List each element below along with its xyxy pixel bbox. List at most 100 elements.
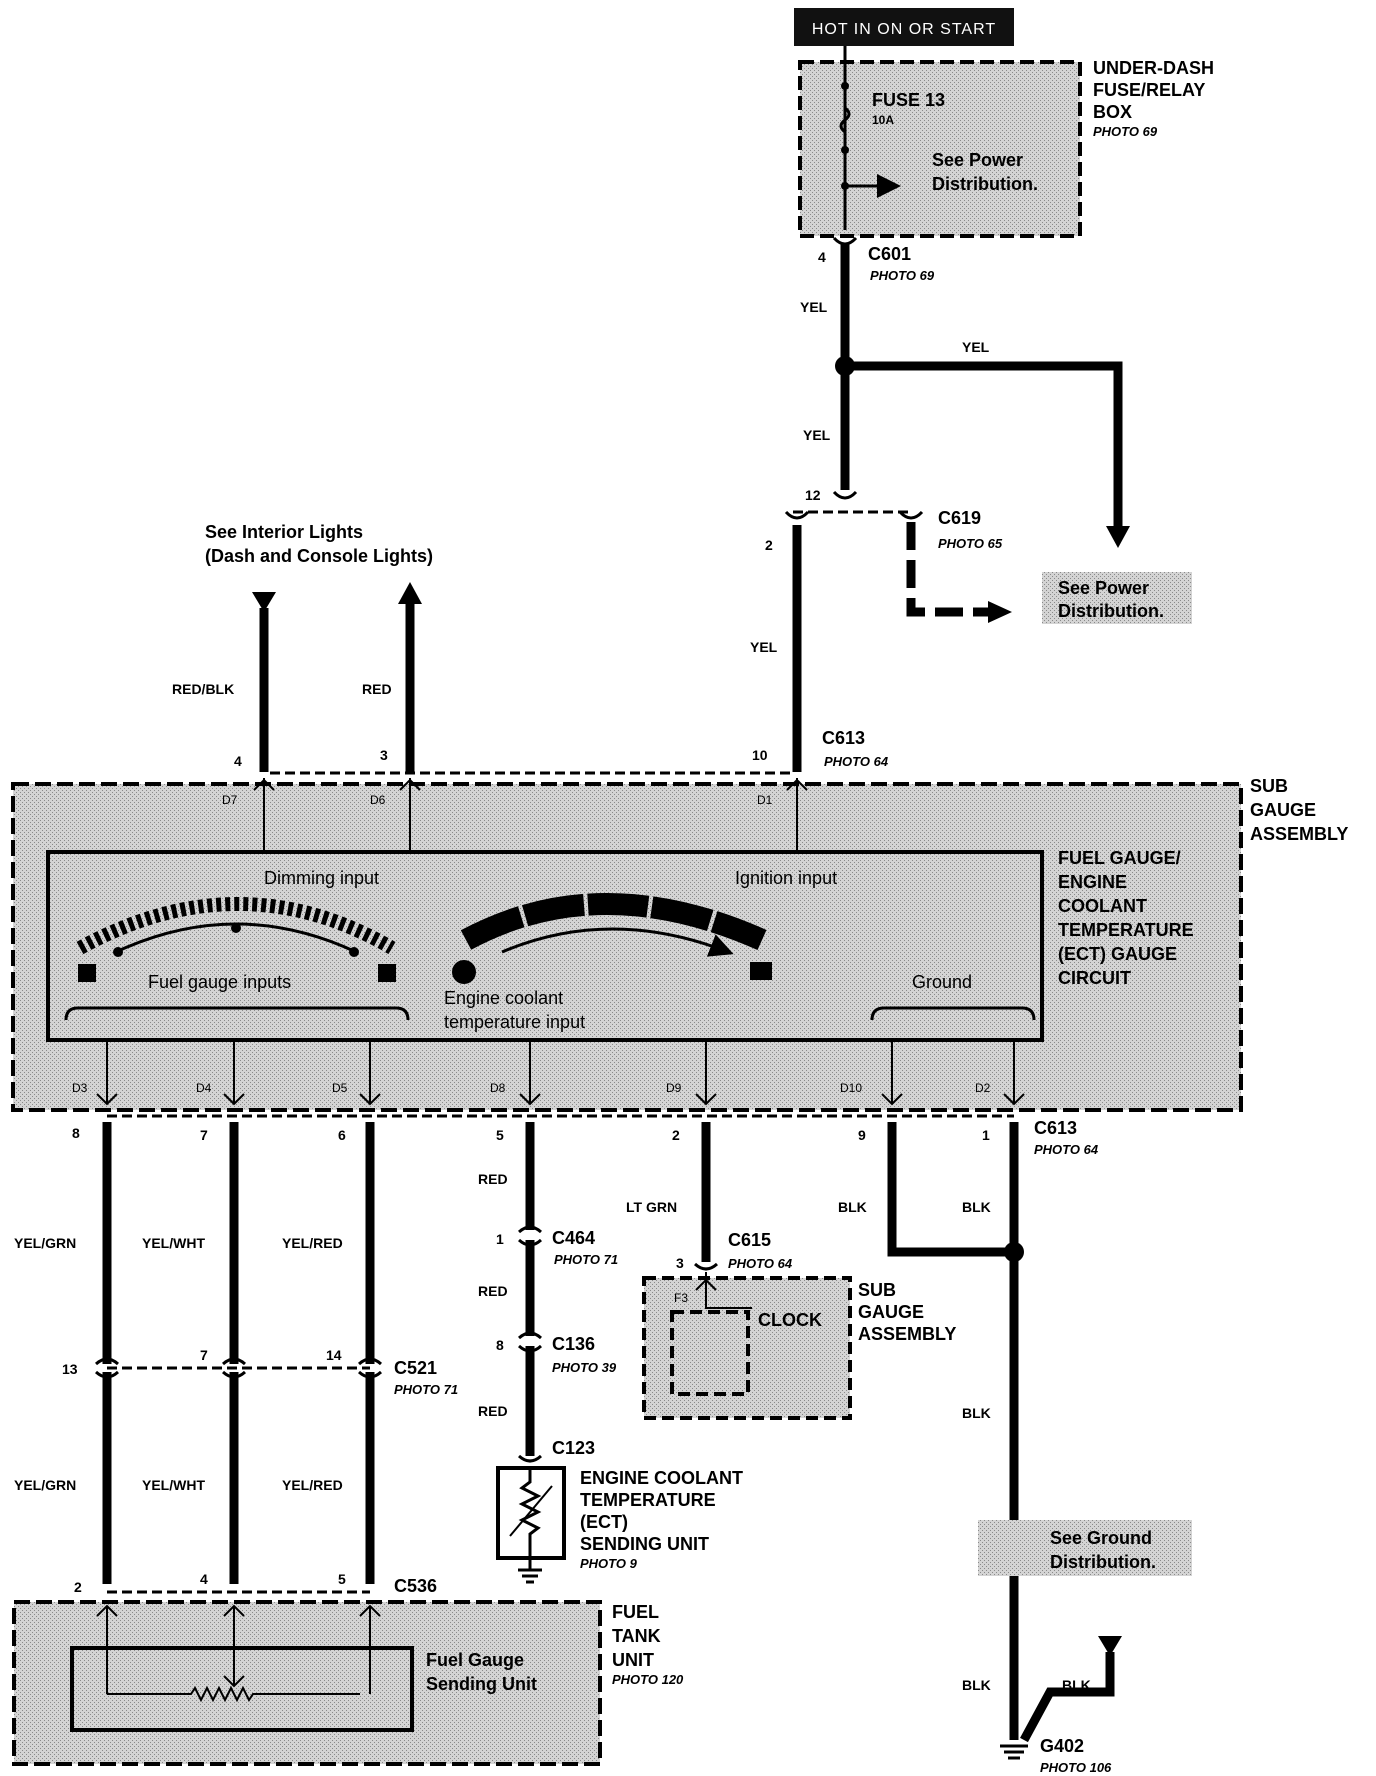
wire-label-lt-grn: LT GRN (626, 1199, 677, 1215)
wire-label-blk-5: BLK (1062, 1677, 1091, 1693)
c601-photo: PHOTO 69 (870, 268, 935, 283)
gauge-circuit-2: ENGINE (1058, 872, 1127, 892)
hot-banner-box (794, 8, 1014, 46)
c464-photo: PHOTO 71 (554, 1252, 618, 1267)
c536-pin-4: 4 (200, 1571, 208, 1587)
interior-lights-1: See Interior Lights (205, 522, 363, 542)
c601-name: C601 (868, 244, 911, 264)
pin-d5: D5 (332, 1081, 348, 1095)
pin-d7: D7 (222, 793, 238, 807)
fuel-tank-unit (12, 1600, 602, 1766)
fuel-sender-box (70, 1646, 414, 1732)
c613-bottom-photo: PHOTO 64 (1034, 1142, 1099, 1157)
c536-name: C536 (394, 1576, 437, 1596)
gauge-circuit-6: CIRCUIT (1058, 968, 1131, 988)
fuel-empty-icon (78, 964, 96, 982)
g402-ground-icon (1000, 1744, 1028, 1760)
c601-connector (832, 236, 858, 246)
g402-photo: PHOTO 106 (1040, 1760, 1112, 1775)
ground-dist-2: Distribution. (1050, 1552, 1156, 1572)
gauge-circuit-4: TEMPERATURE (1058, 920, 1194, 940)
c613-bottom-name: C613 (1034, 1118, 1077, 1138)
ground-dist-1: See Ground (1050, 1528, 1152, 1548)
c615-photo: PHOTO 64 (728, 1256, 793, 1271)
fuse-box-name-2: FUSE/RELAY (1093, 80, 1205, 100)
wire-label-yel-red-1: YEL/RED (282, 1235, 343, 1251)
c613-top-pin-3: 3 (380, 747, 388, 763)
ignition-input: Ignition input (735, 868, 837, 888)
pin-d8: D8 (490, 1081, 506, 1095)
wire-label-yel-1: YEL (800, 299, 828, 315)
pin-d9: D9 (666, 1081, 682, 1095)
c613-top-photo: PHOTO 64 (824, 754, 889, 769)
ground-dist-box (978, 1520, 1192, 1576)
c136-pin: 8 (496, 1337, 504, 1353)
power-dist-wire (906, 522, 990, 617)
ect-unit-2: TEMPERATURE (580, 1490, 716, 1510)
wire-label-yel-red-2: YEL/RED (282, 1477, 343, 1493)
c123-name: C123 (552, 1438, 595, 1458)
fuse-label: FUSE 13 (872, 90, 945, 110)
wire-label-blk-2: BLK (962, 1199, 991, 1215)
blk-wire-d10 (887, 1122, 1014, 1257)
pin-d3: D3 (72, 1081, 88, 1095)
c136-photo: PHOTO 39 (552, 1360, 617, 1375)
c613-bottom-pin-1: 1 (982, 1127, 990, 1143)
wire-label-yel-grn-2: YEL/GRN (14, 1477, 76, 1493)
c536-pin-5: 5 (338, 1571, 346, 1587)
fuel-inputs-brace (64, 1006, 410, 1021)
fuel-tank-name-2: TANK (612, 1626, 661, 1646)
fuse-box-photo: PHOTO 69 (1093, 124, 1158, 139)
c136-name: C136 (552, 1334, 595, 1354)
pin-d4: D4 (196, 1081, 212, 1095)
c521-pin-7: 7 (200, 1347, 208, 1363)
fuel-full-icon (378, 964, 396, 982)
c619-photo: PHOTO 65 (938, 536, 1003, 551)
c613-top-pin-4: 4 (234, 753, 242, 769)
c464-name: C464 (552, 1228, 595, 1248)
temp-hot-icon (750, 962, 772, 980)
c521-pin-14: 14 (326, 1347, 342, 1363)
wire-label-yel-2: YEL (962, 339, 990, 355)
wire-label-yel-4: YEL (750, 639, 778, 655)
fuse-box-name-1: UNDER-DASH (1093, 58, 1214, 78)
fuel-gauge-dial (76, 897, 396, 955)
wire-label-red-2: RED (478, 1171, 508, 1187)
sub-gauge-name-1: SUB (1250, 776, 1288, 796)
c613-bottom-pin-2: 2 (672, 1127, 680, 1143)
wire-label-blk-1: BLK (838, 1199, 867, 1215)
ground-label: Ground (912, 972, 972, 992)
g402-name: G402 (1040, 1736, 1084, 1756)
pin-d1: D1 (757, 793, 773, 807)
clock-name-1: SUB (858, 1280, 896, 1300)
fuel-tank-name-1: FUEL (612, 1602, 659, 1622)
c521-photo: PHOTO 71 (394, 1382, 458, 1397)
gauge-circuit-3: COOLANT (1058, 896, 1147, 916)
fuel-tank-photo: PHOTO 120 (612, 1672, 684, 1687)
c619-name: C619 (938, 508, 981, 528)
c613-top-name: C613 (822, 728, 865, 748)
power-dist-1: See Power (1058, 578, 1149, 598)
c613-bottom-pin-7: 7 (200, 1127, 208, 1143)
splice-blk (1004, 1242, 1024, 1262)
c536-pin-2: 2 (74, 1579, 82, 1595)
c619-pin-top: 12 (805, 487, 821, 503)
fuel-sender-2: Sending Unit (426, 1674, 537, 1694)
clock-label: CLOCK (758, 1310, 822, 1330)
arrow-right-icon (988, 601, 1012, 623)
ect-input-2: temperature input (444, 1012, 585, 1032)
c464-pin: 1 (496, 1231, 504, 1247)
wire-label-red-4: RED (478, 1403, 508, 1419)
arrow-up-icon (398, 582, 422, 604)
ect-unit-4: SENDING UNIT (580, 1534, 709, 1554)
temp-gauge-dial (460, 893, 767, 951)
c521-name: C521 (394, 1358, 437, 1378)
fuel-sender-1: Fuel Gauge (426, 1650, 524, 1670)
c521-pin-13: 13 (62, 1361, 78, 1377)
arrow-down-ground-icon (1098, 1636, 1122, 1656)
ground-brace (870, 1006, 1036, 1021)
c613-bottom-pin-9: 9 (858, 1127, 866, 1143)
c613-bottom-pin-8: 8 (72, 1125, 80, 1141)
fuse-box-name-3: BOX (1093, 102, 1132, 122)
